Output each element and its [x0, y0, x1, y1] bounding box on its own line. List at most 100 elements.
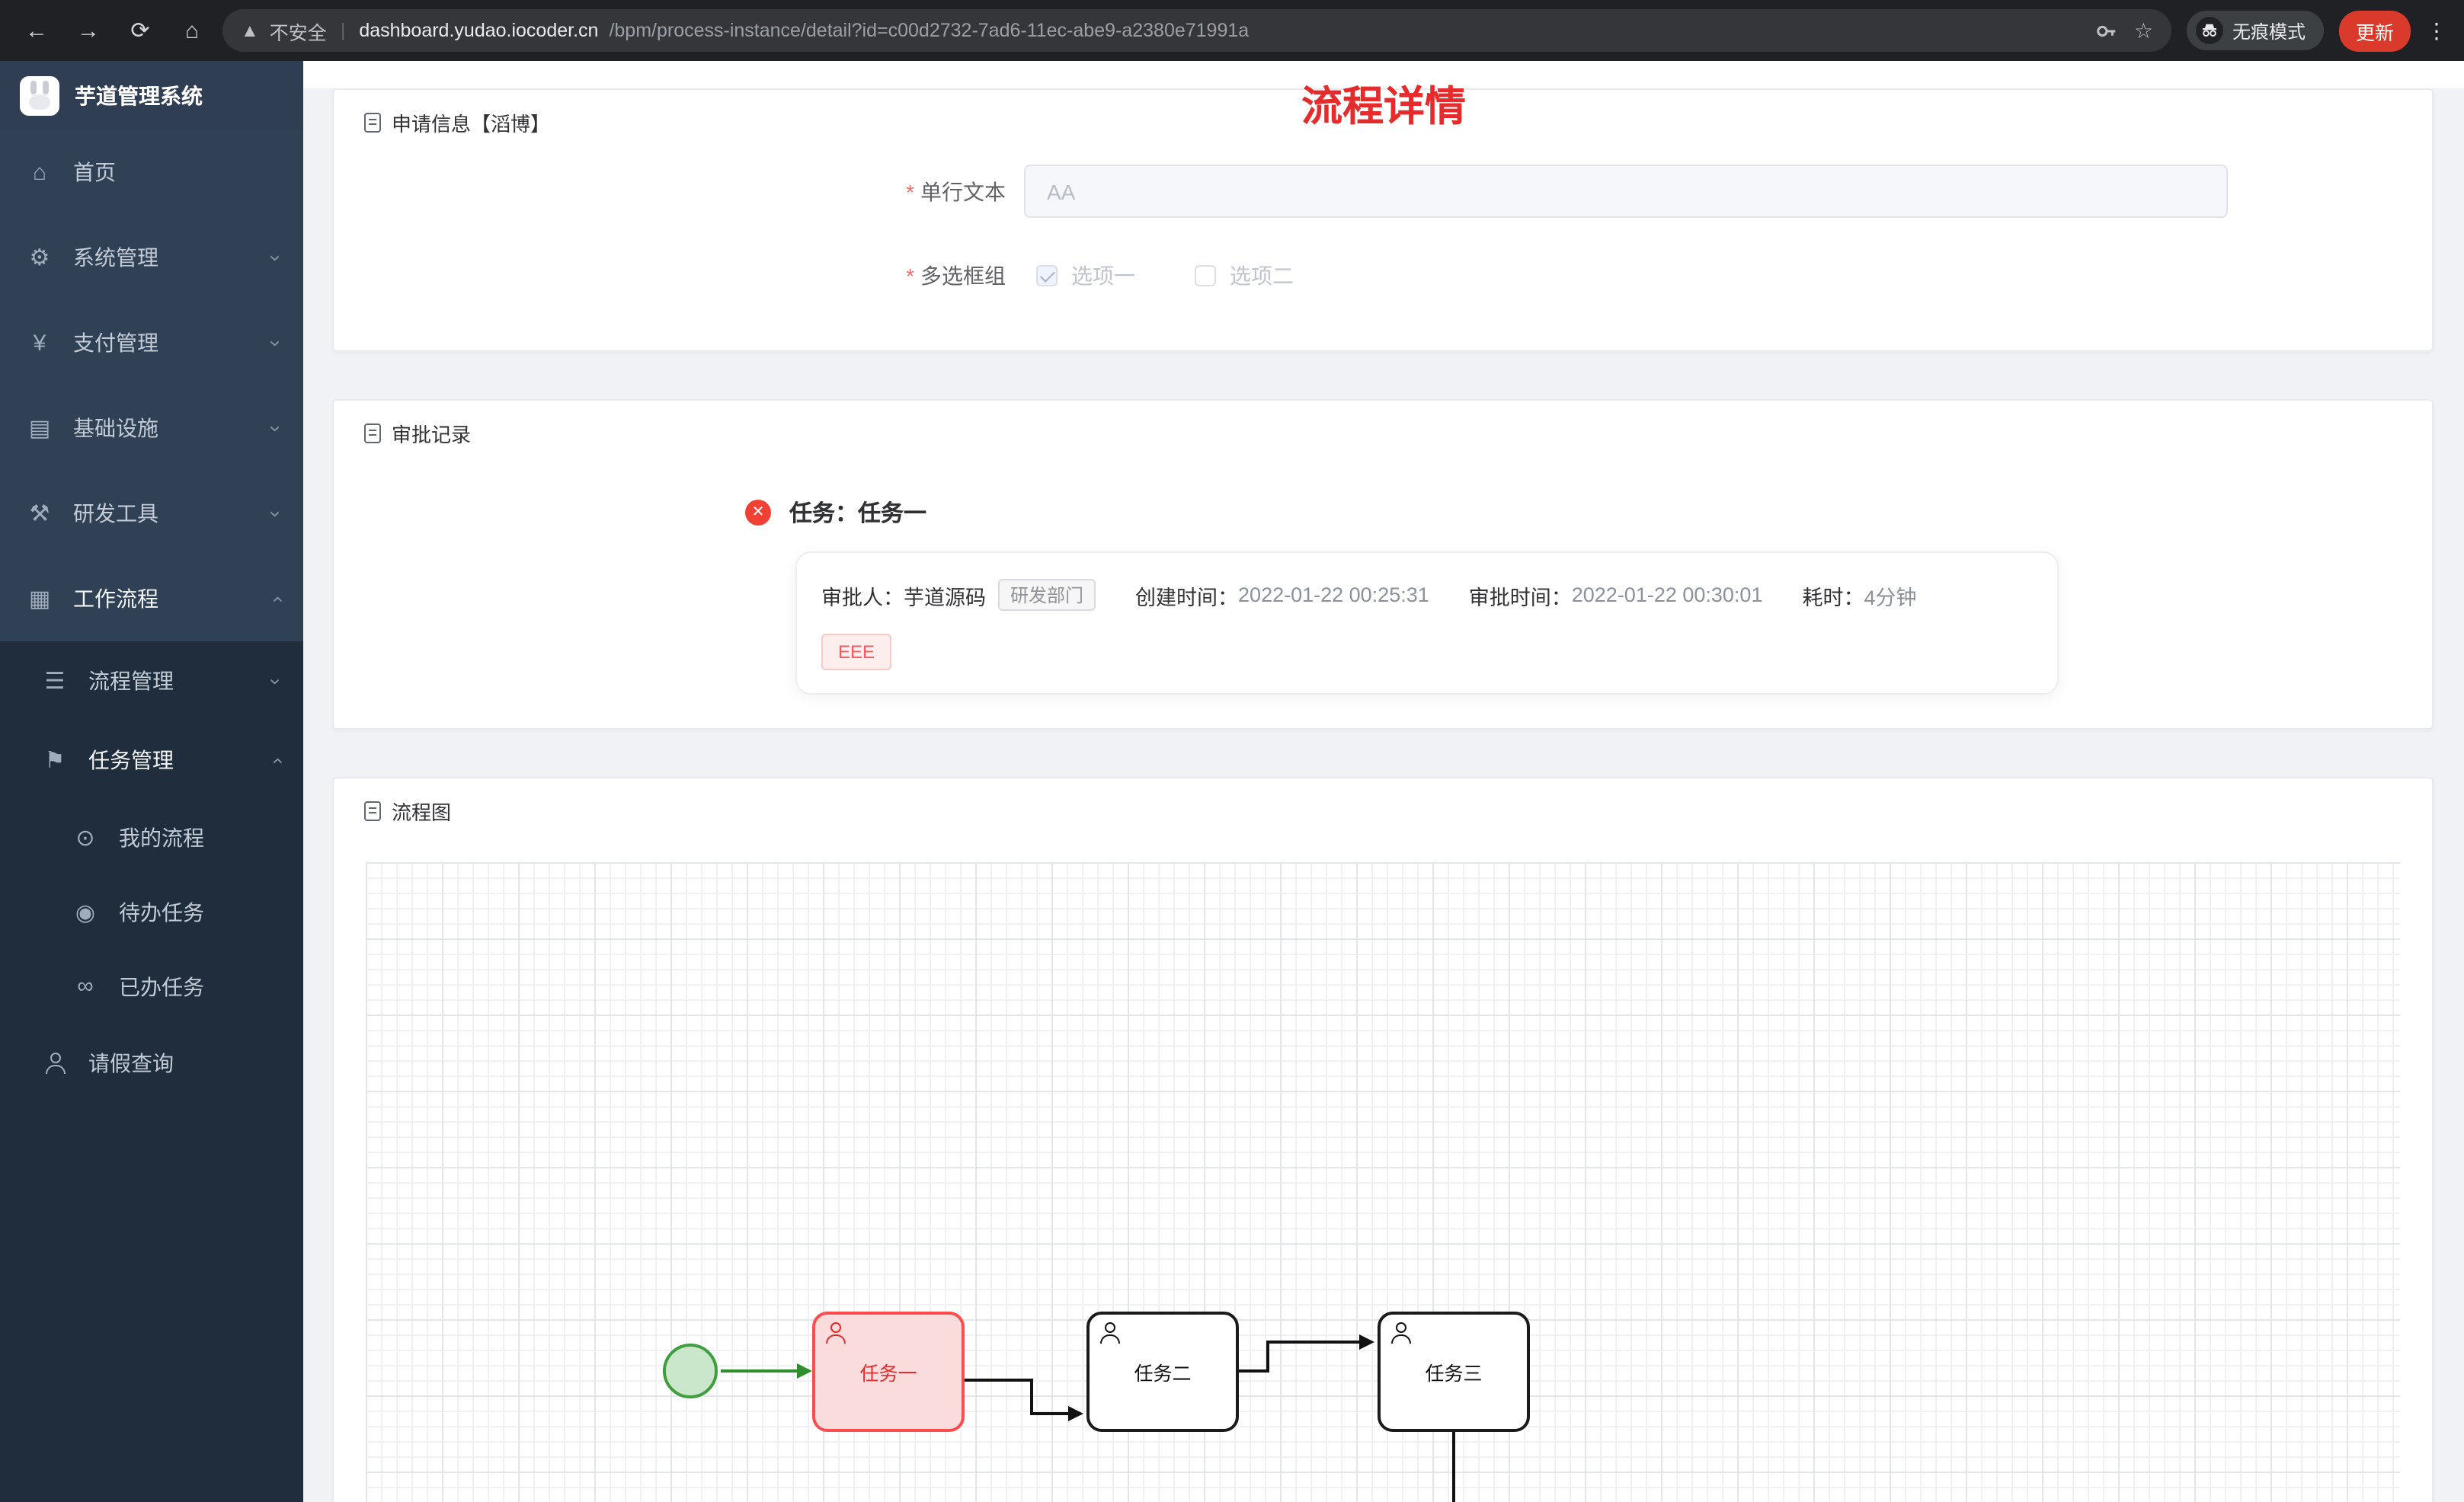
- back-icon[interactable]: ←: [25, 18, 48, 43]
- sidebar-item-task-management[interactable]: ⚑ 任务管理 ›: [0, 721, 303, 800]
- apply-info-card: 申请信息【滔博】 *单行文本 AA *多选框组: [332, 88, 2434, 352]
- sidebar-item-my-process[interactable]: ⊙ 我的流程: [0, 800, 303, 874]
- browser-menu-icon[interactable]: ⋮: [2426, 18, 2449, 42]
- approver-label: 审批人：: [821, 586, 904, 609]
- logo-avatar: [20, 75, 59, 115]
- tools-icon: ⚒: [29, 501, 50, 527]
- user-task-icon: [1100, 1322, 1118, 1341]
- eye-icon: ◉: [75, 900, 96, 925]
- incognito-icon: [2195, 17, 2223, 44]
- url-bar[interactable]: ▲ 不安全 | dashboard.yudao.iocoder.cn /bpm/…: [222, 9, 2171, 52]
- approval-record-card: 审批记录 ✕ 任务：任务一 审批人： 芋道源码 研发部门 创建时间：: [332, 399, 2434, 730]
- record-icon: [364, 423, 381, 443]
- approval-record-card-header: 审批记录: [334, 401, 2432, 463]
- apply-info-card-header: 申请信息【滔博】: [334, 90, 2432, 152]
- sidebar-item-infrastructure[interactable]: ▤ 基础设施 ›: [0, 385, 303, 471]
- main-top-strip: [303, 61, 2464, 88]
- process-diagram-card-header: 流程图: [334, 778, 2432, 841]
- sidebar-item-done-tasks[interactable]: ∞ 已办任务: [0, 949, 303, 1024]
- sidebar-item-leave-query[interactable]: 请假查询: [0, 1024, 303, 1103]
- sidebar-item-todo-tasks[interactable]: ◉ 待办任务: [0, 874, 303, 949]
- checkbox-group: 选项一 选项二: [1036, 260, 1339, 291]
- page-title: 流程详情: [1301, 84, 1466, 129]
- approval-comment-tag: EEE: [821, 634, 892, 670]
- user-task-icon: [826, 1322, 844, 1341]
- required-asterisk: *: [906, 264, 914, 288]
- created-time-value: 2022-01-22 00:25:31: [1238, 583, 1429, 606]
- approval-detail-card: 审批人： 芋道源码 研发部门 创建时间： 2022-01-22 00:25:31…: [795, 551, 2059, 695]
- chevron-up-icon: ›: [264, 595, 287, 602]
- sidebar: 芋道管理系统 ⌂ 首页 ⚙ 系统管理 › ¥ 支付管理 › ▤: [0, 61, 303, 1502]
- single-line-text-input[interactable]: AA: [1024, 165, 2228, 218]
- task-node-1[interactable]: 任务一: [812, 1312, 965, 1432]
- app-logo: 芋道管理系统: [0, 61, 303, 129]
- task-title: 任务：任务一: [789, 501, 927, 527]
- browser-update-button[interactable]: 更新: [2338, 10, 2411, 51]
- checkbox-option-2[interactable]: [1195, 265, 1216, 286]
- chevron-down-icon: ›: [264, 677, 287, 685]
- duration-value: 4分钟: [1864, 586, 1917, 609]
- start-event-node[interactable]: [663, 1344, 718, 1398]
- briefcase-icon: ▦: [28, 586, 51, 612]
- sidebar-item-devtools[interactable]: ⚒ 研发工具 ›: [0, 471, 303, 556]
- monitor-icon: ▤: [28, 416, 51, 442]
- url-separator: |: [340, 20, 346, 41]
- flag-icon: ⚑: [44, 748, 66, 774]
- department-tag: 研发部门: [998, 579, 1096, 611]
- diagram-icon: [364, 801, 381, 821]
- checkbox-option-1[interactable]: [1036, 265, 1058, 286]
- duration-label: 耗时：: [1802, 586, 1864, 609]
- document-icon: [364, 113, 381, 133]
- main-content: 流程详情 申请信息【滔博】 *单行文本 AA: [303, 61, 2464, 1502]
- reload-icon[interactable]: ⟳: [130, 18, 150, 44]
- forward-icon[interactable]: →: [77, 18, 100, 43]
- task-node-3[interactable]: 任务三: [1378, 1312, 1530, 1432]
- bookmark-star-icon[interactable]: ☆: [2133, 18, 2153, 42]
- dashboard-icon: ⌂: [32, 159, 47, 185]
- sidebar-menu: ⌂ 首页 ⚙ 系统管理 › ¥ 支付管理 › ▤ 基础设施 ›: [0, 129, 303, 1103]
- chevron-up-icon: ›: [264, 756, 287, 764]
- single-line-text-label: *单行文本: [906, 179, 1006, 203]
- sidebar-item-payment[interactable]: ¥ 支付管理 ›: [0, 300, 303, 385]
- list-icon: ☰: [44, 669, 66, 695]
- security-warning-icon: ▲: [241, 20, 259, 41]
- process-diagram-card: 流程图: [332, 777, 2434, 1502]
- sidebar-item-process-management[interactable]: ☰ 流程管理 ›: [0, 641, 303, 721]
- checkbox-option-2-label: 选项二: [1230, 264, 1294, 288]
- bpmn-canvas[interactable]: 任务一 任务二 任务三: [366, 862, 2400, 1502]
- task-node-label: 任务二: [1134, 1363, 1192, 1385]
- rejected-status-icon: ✕: [745, 500, 771, 526]
- incognito-label: 无痕模式: [2232, 21, 2306, 42]
- sidebar-item-workflow[interactable]: ▦ 工作流程 ›: [0, 556, 303, 641]
- glasses-icon: ∞: [77, 973, 94, 999]
- security-label: 不安全: [269, 22, 327, 43]
- chevron-down-icon: ›: [264, 510, 287, 517]
- required-asterisk: *: [906, 179, 914, 203]
- checkbox-option-1-label: 选项一: [1071, 264, 1135, 288]
- browser-toolbar: ← → ⟳ ⌂ ▲ 不安全 | dashboard.yudao.iocoder.…: [0, 0, 2464, 61]
- bpmn-connections: [721, 1334, 1455, 1502]
- user-task-icon: [1391, 1322, 1410, 1341]
- task-node-2[interactable]: 任务二: [1086, 1312, 1239, 1432]
- chevron-down-icon: ›: [264, 424, 287, 432]
- chevron-down-icon: ›: [264, 339, 287, 347]
- incognito-badge: 无痕模式: [2186, 11, 2324, 50]
- approved-time-value: 2022-01-22 00:30:01: [1571, 583, 1763, 606]
- key-icon[interactable]: [2096, 19, 2119, 42]
- url-host: dashboard.yudao.iocoder.cn: [359, 20, 599, 41]
- person-icon: [40, 1050, 70, 1076]
- task-node-label: 任务一: [859, 1363, 917, 1385]
- created-time-label: 创建时间：: [1135, 586, 1239, 609]
- home-icon[interactable]: ⌂: [184, 18, 200, 43]
- app-title: 芋道管理系统: [75, 83, 203, 107]
- timeline-task-row: ✕ 任务：任务一: [745, 497, 2432, 529]
- url-path: /bpm/process-instance/detail?id=c00d2732…: [609, 20, 1250, 41]
- yen-icon: ¥: [33, 330, 46, 356]
- gear-icon: ⚙: [29, 245, 50, 271]
- approved-time-label: 审批时间：: [1468, 586, 1572, 609]
- task-node-label: 任务三: [1425, 1363, 1483, 1385]
- sidebar-item-system[interactable]: ⚙ 系统管理 ›: [0, 215, 303, 300]
- checkbox-group-label: *多选框组: [906, 264, 1006, 288]
- sidebar-item-home[interactable]: ⌂ 首页: [0, 129, 303, 215]
